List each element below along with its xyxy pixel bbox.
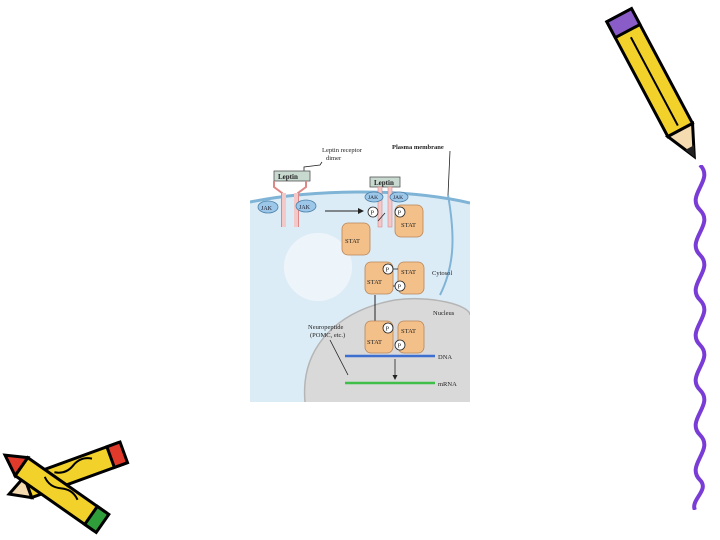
pencil-clipart-icon xyxy=(604,0,714,175)
jak-label-1: JAK xyxy=(261,206,273,212)
stat-label-6: STAT xyxy=(401,328,416,335)
jak-label-3: JAK xyxy=(368,195,378,201)
cytosol-label: Cytosol xyxy=(432,270,452,277)
plasma-membrane-label: Plasma membrane xyxy=(392,144,444,151)
leptin-right-label: Leptin xyxy=(374,179,394,187)
phosphate-label-5: P xyxy=(386,326,390,333)
phosphate-label-1: P xyxy=(371,210,375,217)
jak-label-2: JAK xyxy=(299,205,311,211)
stat-label-4: STAT xyxy=(401,269,416,276)
dna-label: DNA xyxy=(438,354,452,361)
phosphate-label-2: P xyxy=(398,210,402,217)
receptor-dimer-label-1: Leptin receptor xyxy=(322,147,363,154)
jak-label-4: JAK xyxy=(393,195,403,201)
neuropeptide-label-1: Neuropeptide xyxy=(308,324,343,331)
leptin-signaling-diagram: Leptin receptor dimer Plasma membrane Le… xyxy=(250,135,470,402)
nucleus-label: Nucleus xyxy=(433,310,455,317)
mrna-label: mRNA xyxy=(438,381,457,388)
receptor-dimer-label-2: dimer xyxy=(326,155,342,162)
phosphate-label-6: P xyxy=(398,343,402,350)
stat-label-3: STAT xyxy=(367,279,382,286)
stat-label-1: STAT xyxy=(401,222,416,229)
stat-label-5: STAT xyxy=(367,339,382,346)
phosphate-label-4: P xyxy=(398,284,402,291)
wavy-border-icon xyxy=(680,165,720,510)
neuropeptide-label-2: (POMC, etc.) xyxy=(310,332,345,339)
phosphate-label-3: P xyxy=(386,267,390,274)
leptin-left-label: Leptin xyxy=(278,173,298,181)
pencils-clipart-icon xyxy=(0,430,150,540)
stat-label-2: STAT xyxy=(345,238,360,245)
